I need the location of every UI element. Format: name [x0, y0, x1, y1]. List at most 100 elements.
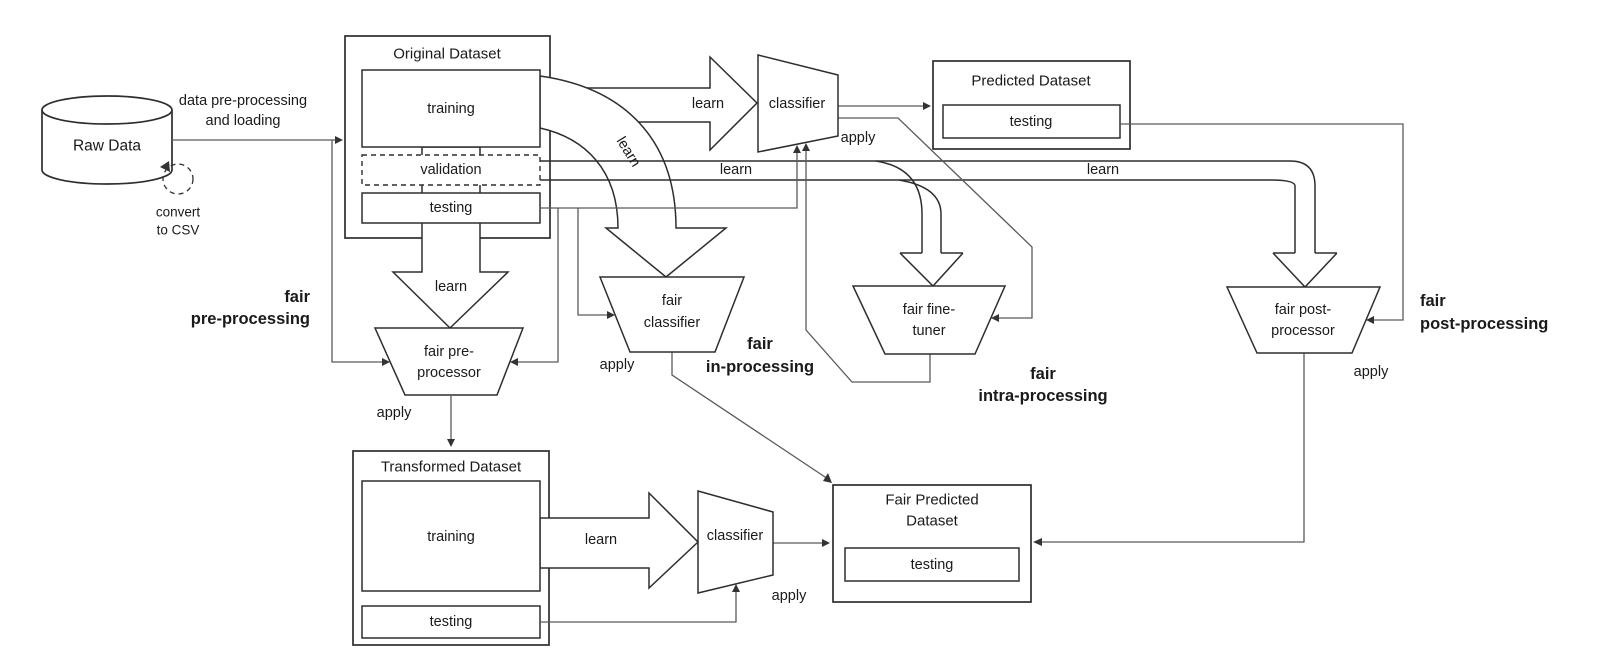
edge-predicted-to-postprocessor [1120, 123, 1404, 321]
stage-post-line1: fair [1420, 292, 1446, 310]
stage-in-line1: fair [747, 335, 773, 353]
stage-labels: fair pre-processing fair in-processing f… [191, 288, 1549, 405]
learn-branch-right [898, 179, 942, 253]
apply-label-top: apply [841, 130, 876, 146]
apply-label-post: apply [1354, 364, 1389, 380]
predicted-testing-box [942, 104, 1121, 139]
classifier-bottom-label: classifier [707, 528, 764, 544]
raw-data-node: Raw Data convert to CSV data pre-process… [41, 93, 307, 238]
fair-predicted-testing-box [844, 547, 1020, 582]
apply-label-bottom: apply [772, 588, 807, 604]
original-testing-box [361, 192, 541, 224]
fair-pre-processor-line2: processor [417, 365, 481, 381]
arrowhead-into-preprocessor-right [510, 358, 518, 366]
arrowhead-into-fair-predicted-top [823, 473, 832, 483]
learn-label-right: learn [1087, 162, 1119, 178]
fair-predicted-title-line1: Fair Predicted [885, 492, 978, 509]
transformed-dataset-title: Transformed Dataset [381, 459, 522, 476]
arrowhead-into-classifier-from-finetuner [802, 143, 810, 151]
predicted-dataset-title: Predicted Dataset [971, 73, 1091, 90]
fair-pre-processor-node [373, 327, 525, 396]
original-validation-box [361, 154, 541, 186]
predicted-testing-label: testing [1010, 114, 1053, 130]
arrowhead-into-fair-predicted-left [822, 539, 830, 547]
fair-predicted-testing-label: testing [911, 557, 954, 573]
dataset-labels: Original Dataset training validation tes… [381, 46, 1092, 631]
arrowhead-into-postprocessor-right [1366, 316, 1374, 324]
edge-testing-to-classifier-bottom-apply [540, 592, 737, 623]
edge-fair-classifier-to-fair-predicted [671, 352, 829, 480]
learn-arrow-training-to-fair-classifier [539, 75, 729, 278]
arrowhead-into-transformed [447, 439, 455, 447]
edge-labels: learn learn learn learn learn learn appl… [377, 96, 1389, 604]
edge-classifier-to-finetuner [838, 117, 1033, 319]
edge-testing-to-preprocessor-right [518, 208, 559, 363]
learn-arrowhead-to-postprocessor [1272, 252, 1338, 289]
fair-classifier-line2: classifier [644, 315, 701, 331]
stage-post-line2: post-processing [1420, 315, 1548, 333]
processor-nodes: classifier classifier fair pre- processo… [373, 54, 1382, 594]
convert-note-line1: convert [156, 205, 201, 220]
arrowhead-into-predicted [923, 102, 931, 110]
fair-classifier-node [598, 276, 746, 353]
fair-predicted-title-line2: Dataset [906, 513, 959, 530]
learn-branch-left [875, 160, 923, 253]
raw-data-label: Raw Data [73, 138, 141, 155]
learn-label-mid: learn [720, 162, 752, 178]
transformed-training-label: training [427, 529, 475, 545]
original-training-box [361, 69, 541, 148]
stage-intra-line1: fair [1030, 365, 1056, 383]
arrowhead-into-classifier-apply [793, 145, 801, 153]
original-training-label: training [427, 101, 475, 117]
fair-classifier-line1: fair [662, 293, 682, 309]
fair-post-processor-line2: processor [1271, 323, 1335, 339]
fair-pre-processor-line1: fair pre- [424, 344, 474, 360]
arrowhead-into-fair-predicted-right [1033, 538, 1042, 546]
original-validation-label: validation [420, 162, 481, 178]
convert-loop-icon [162, 163, 194, 195]
loading-note-line2: and loading [206, 113, 281, 129]
classifier-top-node [757, 54, 839, 153]
stage-in-line2: in-processing [706, 358, 814, 376]
stage-pre-line2: pre-processing [191, 310, 310, 328]
learn-label-down: learn [435, 279, 467, 295]
convert-note-line2: to CSV [157, 223, 200, 238]
fair-fine-tuner-line1: fair fine- [903, 302, 956, 318]
original-testing-label: testing [430, 200, 473, 216]
edge-testing-to-classifier-apply [540, 153, 798, 209]
learn-pipe-validation-top [540, 160, 1316, 253]
edge-testing-to-fair-classifier [577, 208, 607, 316]
edge-finetuner-back-to-classifier [805, 151, 931, 383]
transformed-training-box [361, 480, 541, 592]
fair-post-processor-line1: fair post- [1275, 302, 1332, 318]
arrowhead-into-fair-classifier [607, 311, 615, 319]
apply-label-pre: apply [377, 405, 412, 421]
fair-fine-tuner-node [851, 285, 1007, 355]
arrowhead-into-original [335, 136, 343, 144]
block-arrows [391, 55, 1338, 590]
connectors [172, 102, 1404, 623]
convert-loop-arrowhead-icon [160, 161, 170, 172]
learn-pipe-validation-bottom [540, 179, 1296, 253]
classifier-top-label: classifier [769, 96, 826, 112]
stage-pre-line1: fair [284, 288, 310, 306]
learn-label-top: learn [692, 96, 724, 112]
arrowhead-into-finetuner-right [991, 314, 999, 322]
learn-arrow-transformed-to-classifier [539, 491, 700, 590]
dataset-partitions [361, 69, 1121, 639]
apply-label-in: apply [600, 357, 635, 373]
arrowhead-into-preprocessor-left [382, 358, 390, 366]
raw-data-cylinder-top [41, 95, 173, 125]
edge-postprocessor-to-fair-predicted [1042, 353, 1305, 543]
fair-predicted-dataset-box [832, 484, 1032, 603]
raw-data-cylinder-body [41, 110, 173, 185]
loading-note-line1: data pre-processing [179, 93, 307, 109]
stage-intra-line2: intra-processing [978, 387, 1107, 405]
classifier-bottom-node [697, 490, 774, 594]
fair-fine-tuner-line2: tuner [912, 323, 945, 339]
learn-label-bottom: learn [585, 532, 617, 548]
learn-arrowhead-to-finetuner [899, 252, 964, 288]
arrowhead-into-classifier-bottom [732, 584, 740, 592]
